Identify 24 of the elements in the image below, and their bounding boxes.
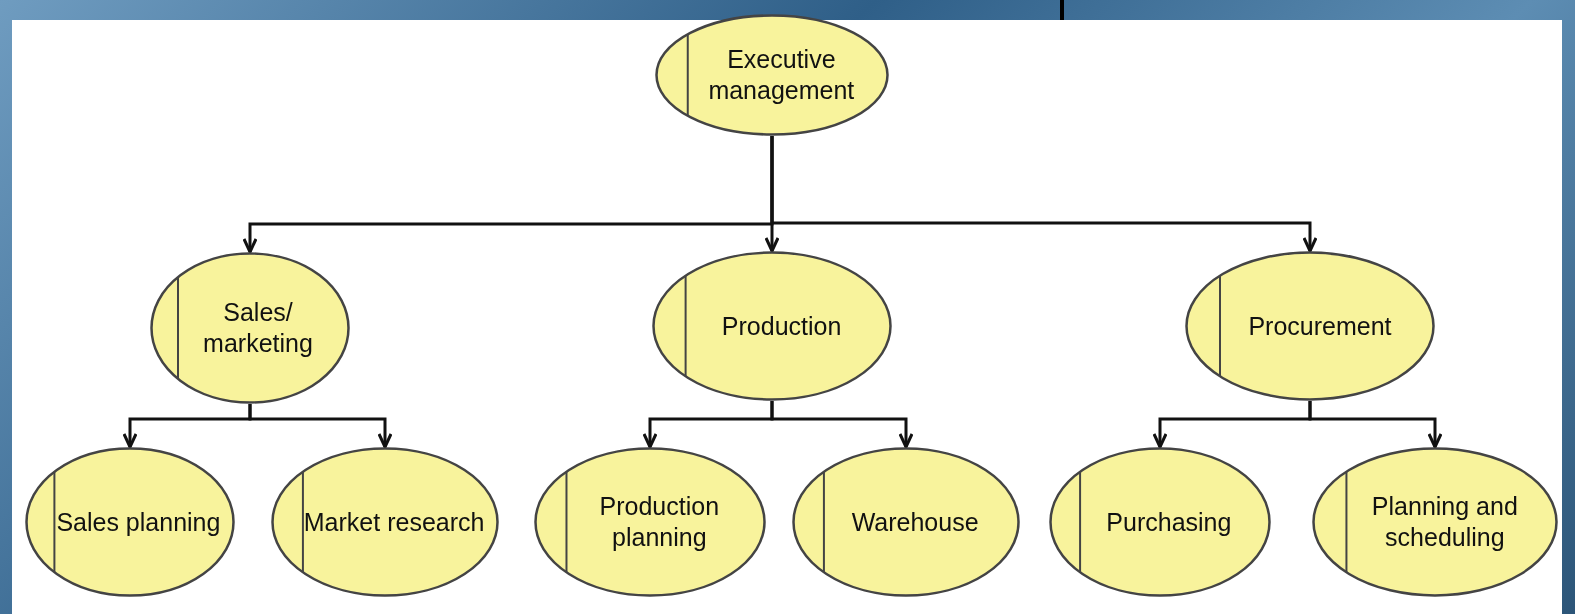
node-label: Market research [302,506,486,538]
connector-arrow [1308,401,1443,449]
ellipse-node [271,447,499,597]
ellipse-node [150,252,350,404]
node-label: Planning and scheduling [1370,491,1519,553]
node-label: Production [720,310,843,342]
ellipse-node [655,14,889,136]
node-label: Sales/ marketing [202,297,314,359]
node-label: Production planning [598,491,721,553]
ellipse-node [25,447,235,597]
node-label: Executive management [707,44,856,106]
node-label: Sales planning [55,506,222,538]
connector-arrow [248,404,393,449]
ellipse-node [792,447,1020,597]
connector-arrow [770,136,1318,253]
ellipse-node [1312,447,1558,597]
node-label: Warehouse [850,506,980,538]
ellipse-node [1185,251,1435,401]
ellipse-node [652,251,892,401]
ellipse-node [534,447,766,597]
node-label: Purchasing [1105,506,1233,538]
connector-arrow [770,401,914,449]
node-label: Procurement [1247,310,1393,342]
ellipse-node [1049,447,1271,597]
